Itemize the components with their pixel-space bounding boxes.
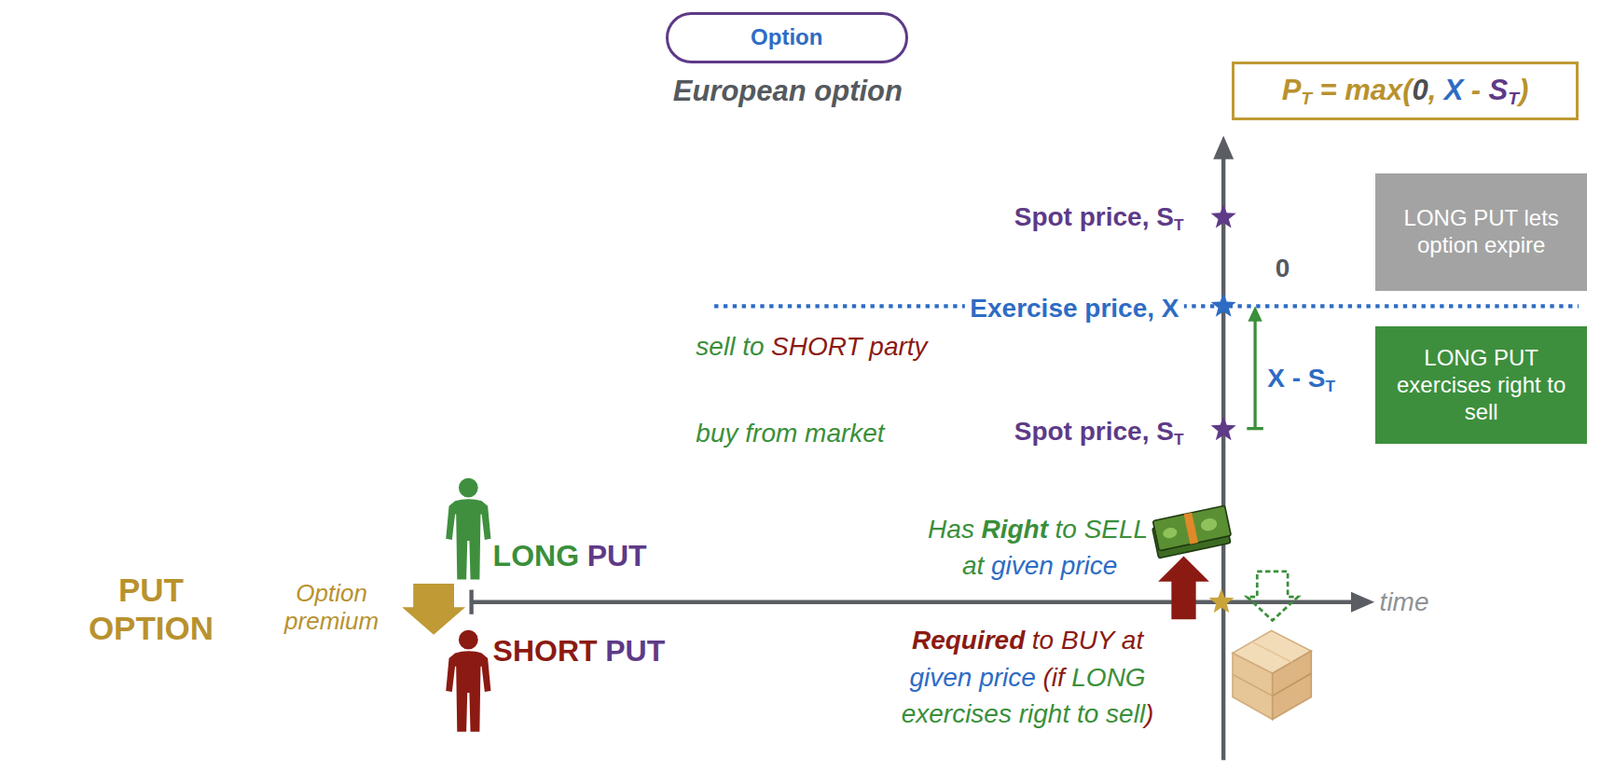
start-tick bbox=[468, 590, 473, 615]
outcome-box-content: LONG PUT exercises right to sell bbox=[1386, 344, 1576, 426]
payoff-tick bbox=[1246, 427, 1264, 430]
action-note-text: buy from market bbox=[695, 418, 884, 448]
axis-label-text: time bbox=[1379, 587, 1430, 617]
obligation-note-text: Required bbox=[911, 625, 1025, 655]
obligation-note: exercises right to sell) bbox=[901, 699, 1155, 730]
spot-price-label: Spot price, ST bbox=[1014, 417, 1185, 451]
premium-label: Option premium bbox=[284, 579, 379, 636]
obligation-note-text: LONG bbox=[1071, 662, 1145, 692]
outcome-box-content: LONG PUT lets option expire bbox=[1386, 205, 1576, 260]
short-person-icon bbox=[445, 630, 491, 732]
category-pill: Option bbox=[665, 12, 909, 64]
premium-label-text: Option premium bbox=[284, 579, 379, 635]
party-label-text: PUT bbox=[587, 538, 648, 573]
obligation-note: Requiredto BUY at bbox=[911, 625, 1144, 656]
spot-price-label-text: Spot price, S bbox=[1014, 417, 1174, 447]
spot-price-label-text: T bbox=[1173, 430, 1185, 450]
spot-price-star bbox=[1211, 416, 1237, 442]
buy-obligation-arrow bbox=[1158, 555, 1210, 620]
right-note-text: Right bbox=[980, 514, 1049, 544]
diagram-title: European option bbox=[673, 74, 903, 109]
crate-icon bbox=[1232, 630, 1311, 719]
spot-price-label-text: T bbox=[1173, 216, 1185, 235]
axis-label: time bbox=[1379, 587, 1430, 618]
right-note: HasRightto SELL bbox=[927, 514, 1148, 545]
obligation-note-text: to BUY at bbox=[1032, 625, 1144, 655]
party-label: LONGPUT bbox=[493, 538, 648, 574]
formula-box-text: 0 bbox=[1412, 73, 1429, 107]
formula-box-content: PT= max(0,X-ST) bbox=[1282, 72, 1530, 111]
money-icon bbox=[1150, 505, 1233, 558]
exercise-price-star bbox=[1211, 292, 1237, 318]
right-note-text: to SELL bbox=[1055, 514, 1149, 544]
right-note-text: given price bbox=[991, 551, 1118, 580]
axis-arrowhead bbox=[1213, 136, 1234, 160]
party-label-text: PUT bbox=[605, 634, 665, 668]
exercise-price-label-text: Exercise price, X bbox=[969, 292, 1179, 322]
premium-arrow bbox=[401, 583, 466, 635]
payoff-arrowhead bbox=[1247, 305, 1262, 321]
payoff-label: X - ST bbox=[1267, 364, 1336, 398]
party-label-text: LONG bbox=[493, 538, 580, 573]
delivery-arrow bbox=[1246, 571, 1298, 621]
option-type-label: PUT OPTION bbox=[88, 571, 214, 648]
payoff-value-text: 0 bbox=[1275, 253, 1291, 283]
right-note-text: Has bbox=[927, 514, 975, 544]
payoff-value: 0 bbox=[1275, 253, 1291, 284]
action-note: buy from market bbox=[695, 418, 884, 449]
action-note-text: sell to bbox=[695, 331, 764, 361]
formula-box: PT= max(0,X-ST) bbox=[1231, 61, 1579, 122]
formula-box-text: P bbox=[1282, 73, 1302, 107]
outcome-box: LONG PUT exercises right to sell bbox=[1375, 326, 1587, 444]
action-note: sell toSHORT party bbox=[695, 331, 927, 362]
obligation-note-text: given price bbox=[909, 662, 1035, 692]
expiry-star bbox=[1208, 588, 1234, 613]
formula-box-text: ) bbox=[1518, 73, 1529, 107]
category-pill-text: Option bbox=[750, 24, 823, 50]
formula-box-text: T bbox=[1300, 88, 1312, 109]
payoff-label-text: X - S bbox=[1267, 364, 1325, 394]
outcome-box-text: LONG PUT exercises right to sell bbox=[1396, 344, 1566, 425]
outcome-box-text: LONG PUT lets option expire bbox=[1404, 205, 1559, 258]
price-axis bbox=[1221, 154, 1226, 760]
right-note: atgiven price bbox=[962, 551, 1118, 581]
long-person-icon bbox=[445, 478, 491, 580]
formula-box-text: X bbox=[1444, 73, 1464, 107]
spot-price-star bbox=[1211, 204, 1237, 229]
formula-box-text: S bbox=[1489, 73, 1509, 107]
spot-price-label-text: Spot price, S bbox=[1014, 203, 1174, 233]
outcome-box: LONG PUT lets option expire bbox=[1375, 173, 1587, 291]
obligation-note: given price (if LONG bbox=[909, 662, 1145, 693]
action-note-text: SHORT party bbox=[771, 331, 928, 361]
formula-box-text: = max( bbox=[1319, 73, 1412, 107]
party-label-text: SHORT bbox=[493, 634, 598, 668]
formula-box-text: - bbox=[1471, 73, 1481, 107]
axis-arrowhead bbox=[1351, 592, 1375, 613]
exercise-price-label: Exercise price, X bbox=[965, 292, 1184, 323]
obligation-note-text: ) bbox=[1144, 699, 1154, 729]
formula-box-text: , bbox=[1428, 73, 1437, 107]
spot-price-label: Spot price, ST bbox=[1014, 203, 1185, 236]
right-note-text: at bbox=[962, 551, 984, 580]
obligation-note-text: exercises right to sell bbox=[901, 699, 1145, 729]
formula-box-text: T bbox=[1507, 88, 1519, 109]
option-type-label-text: PUT OPTION bbox=[88, 571, 214, 646]
payoff-label-text: T bbox=[1324, 377, 1336, 397]
category-pill-content: Option bbox=[750, 24, 823, 52]
obligation-note-text: (if bbox=[1042, 662, 1064, 692]
party-label: SHORTPUT bbox=[493, 634, 666, 669]
payoff-arrow bbox=[1253, 317, 1256, 428]
